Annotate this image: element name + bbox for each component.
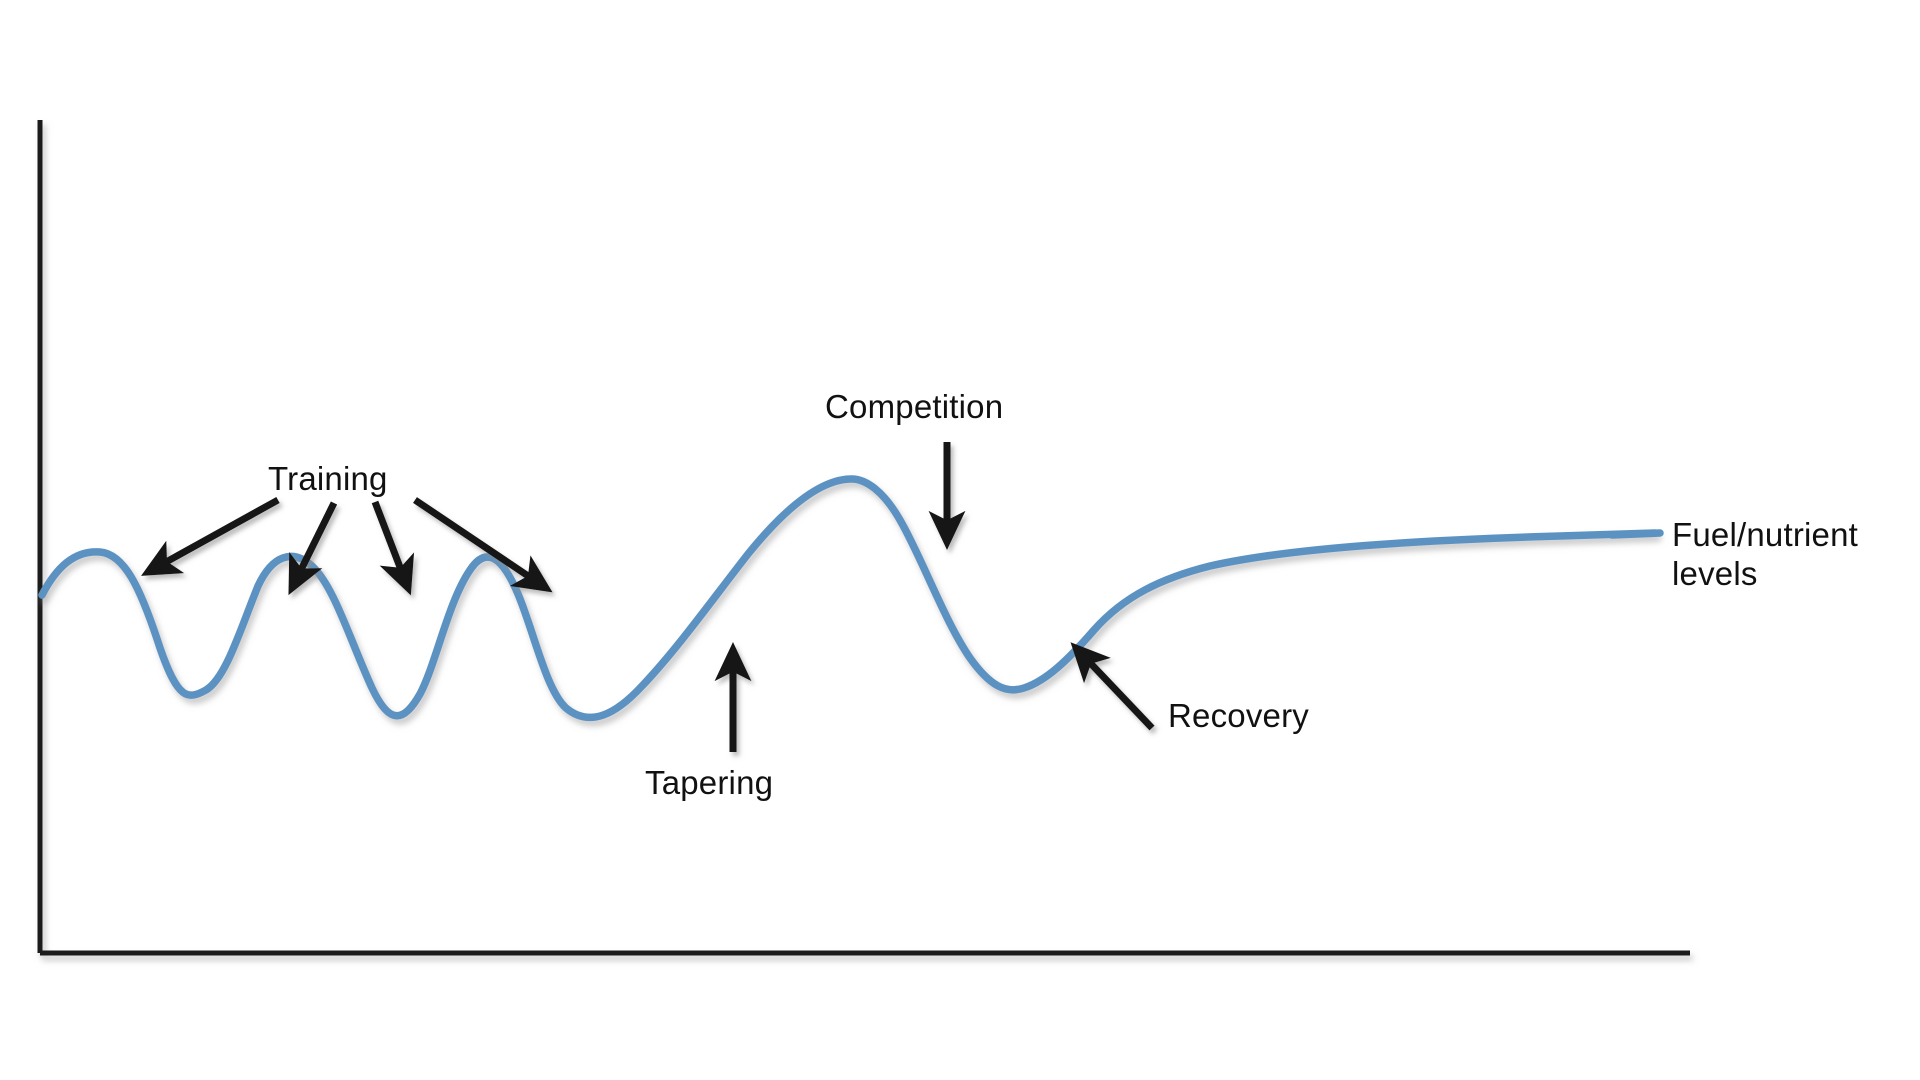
arrow-training-1 — [141, 496, 280, 576]
annotation-label-recovery: Recovery — [1168, 697, 1309, 734]
arrow-recovery — [1070, 642, 1155, 731]
legend-line-icon — [1608, 529, 1664, 539]
annotation-label-competition: Competition — [825, 388, 1004, 425]
axes — [37, 120, 1690, 956]
curve-path — [38, 475, 1659, 722]
series-label-fuel-nutrient-levels: Fuel/nutrient levels — [1672, 516, 1859, 592]
annotation-label-training: Training — [268, 460, 388, 497]
arrow-training-3 — [371, 500, 415, 596]
annotation-arrows — [141, 442, 1155, 752]
annotation-label-tapering: Tapering — [645, 764, 774, 801]
arrow-training-4 — [413, 497, 553, 593]
fuel-nutrient-curve — [38, 475, 1659, 722]
arrow-training-2 — [288, 501, 338, 596]
